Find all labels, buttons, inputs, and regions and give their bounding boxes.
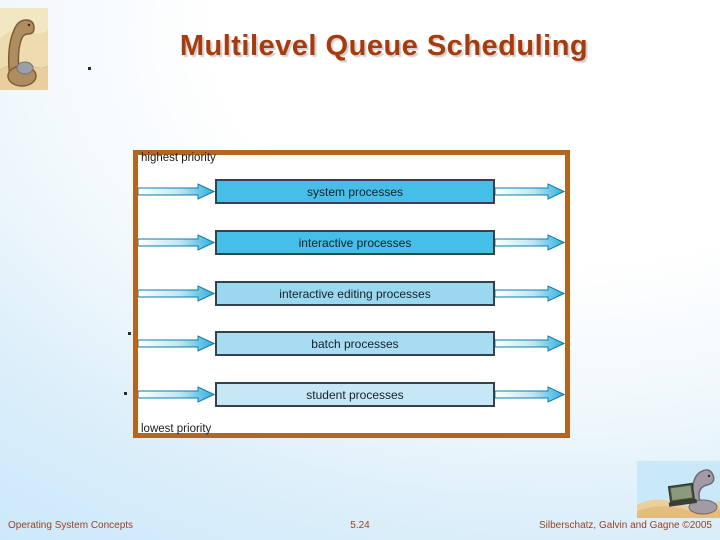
slide-title: Multilevel Queue Scheduling (179, 30, 589, 62)
highest-priority-label: highest priority (141, 152, 216, 164)
lowest-priority-label: lowest priority (141, 423, 212, 435)
slide-footer: Operating System Concepts 5.24 Silbersch… (0, 520, 720, 536)
queue-row: interactive processes (138, 230, 565, 255)
outbound-arrow-icon (495, 335, 565, 352)
queue-box-batch: batch processes (215, 331, 495, 356)
queue-box-student: student processes (215, 382, 495, 407)
inbound-arrow-icon (138, 234, 215, 251)
dinosaur-laptop-art (637, 461, 720, 518)
queue-row: student processes (138, 382, 565, 407)
multilevel-queue-diagram: highest priority system processes intera… (133, 150, 570, 438)
inbound-arrow-icon (138, 285, 215, 302)
queue-row: batch processes (138, 331, 565, 356)
footer-book-title: Operating System Concepts (8, 520, 134, 531)
outbound-arrow-icon (495, 285, 565, 302)
queue-box-interactive-editing: interactive editing processes (215, 281, 495, 306)
queue-row: system processes (138, 179, 565, 204)
dinosaur-reading-logo (0, 8, 48, 90)
queue-box-system: system processes (215, 179, 495, 204)
inbound-arrow-icon (138, 183, 215, 200)
outbound-arrow-icon (495, 234, 565, 251)
queue-row: interactive editing processes (138, 281, 565, 306)
stray-bullet-dot (124, 392, 127, 395)
queue-box-interactive: interactive processes (215, 230, 495, 255)
inbound-arrow-icon (138, 386, 215, 403)
stray-bullet-dot (128, 332, 131, 335)
stray-bullet-dot (88, 67, 91, 70)
outbound-arrow-icon (495, 386, 565, 403)
footer-authors: Silberschatz, Galvin and Gagne ©2005 (538, 520, 712, 531)
outbound-arrow-icon (495, 183, 565, 200)
footer-page-number: 5.24 (350, 520, 370, 531)
inbound-arrow-icon (138, 335, 215, 352)
